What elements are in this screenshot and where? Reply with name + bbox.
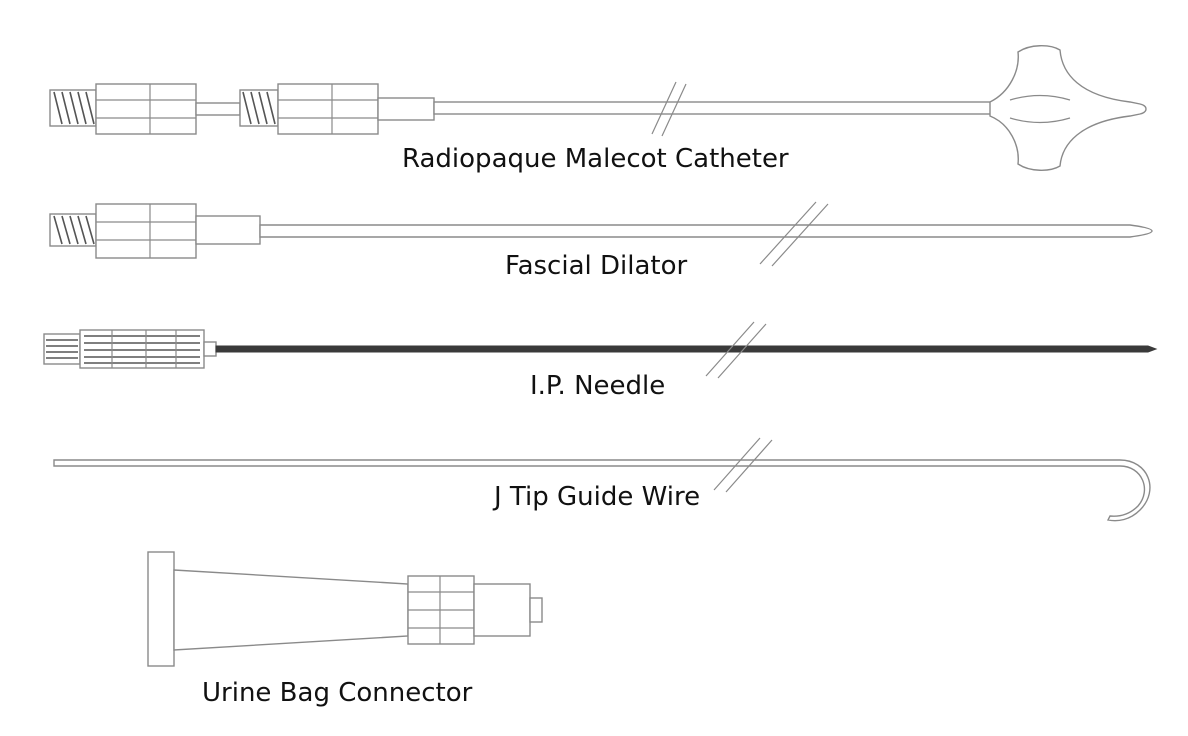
j-tip-guide-wire-illustration — [53, 437, 1151, 522]
fascial-dilator-illustration — [49, 201, 1153, 267]
guide-wire-label: J Tip Guide Wire — [494, 482, 701, 512]
urine-bag-connector-illustration — [147, 551, 543, 667]
urine-bag-connector-label: Urine Bag Connector — [202, 678, 473, 708]
malecot-catheter-illustration — [49, 45, 1147, 171]
ip-needle-illustration — [43, 321, 1158, 379]
malecot-catheter-label: Radiopaque Malecot Catheter — [402, 144, 789, 174]
ip-needle-label: I.P. Needle — [530, 371, 666, 401]
fascial-dilator-label: Fascial Dilator — [505, 251, 688, 281]
